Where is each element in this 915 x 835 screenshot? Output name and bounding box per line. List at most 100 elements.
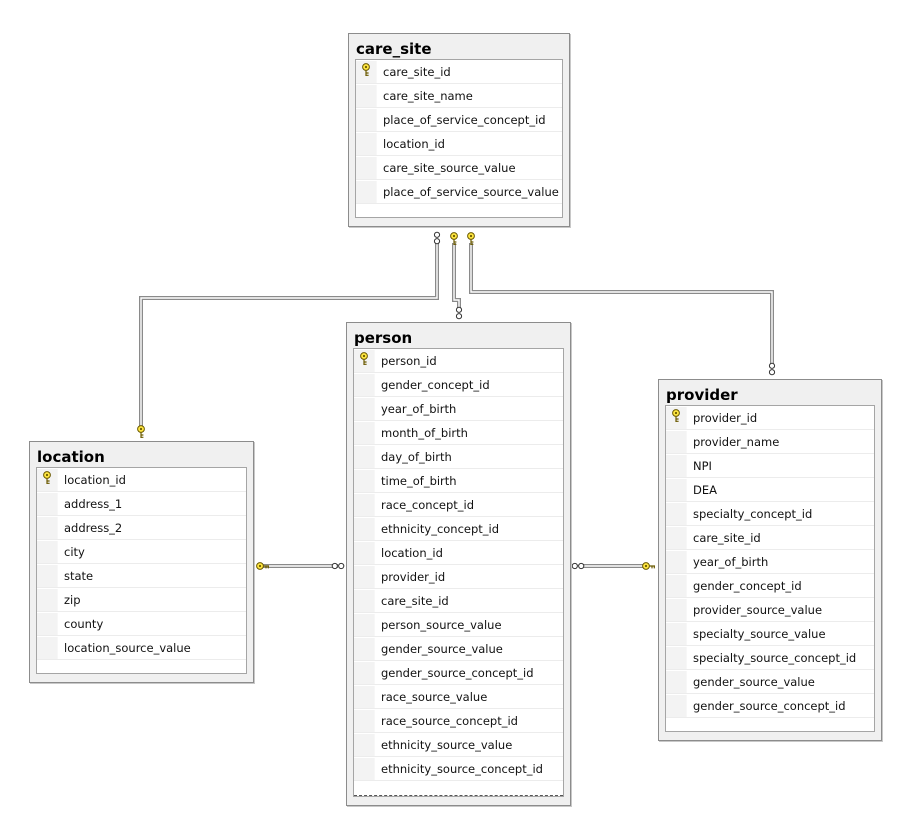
row-selector[interactable] [354,541,375,564]
row-selector[interactable] [666,550,687,573]
relationship-provider-person[interactable] [571,561,656,571]
column-row[interactable]: zip [37,588,246,612]
row-selector[interactable] [37,492,58,515]
row-selector[interactable] [666,454,687,477]
column-row[interactable]: place_of_service_source_value [356,180,562,204]
row-selector[interactable] [37,468,58,491]
column-row[interactable]: care_site_name [356,84,562,108]
column-row[interactable]: address_1 [37,492,246,516]
row-selector[interactable] [666,694,687,717]
row-selector[interactable] [37,588,58,611]
row-selector[interactable] [354,709,375,732]
row-selector[interactable] [666,526,687,549]
row-selector[interactable] [37,540,58,563]
column-row[interactable]: provider_name [666,430,874,454]
relationship-location-person[interactable] [256,561,345,571]
column-row[interactable]: care_site_source_value [356,156,562,180]
row-selector[interactable] [666,598,687,621]
row-selector[interactable] [354,469,375,492]
row-selector[interactable] [356,156,377,179]
column-row[interactable]: county [37,612,246,636]
row-selector[interactable] [666,430,687,453]
row-selector[interactable] [666,646,687,669]
row-selector[interactable] [37,612,58,635]
row-selector[interactable] [356,132,377,155]
column-name: gender_source_value [381,641,503,656]
relationship-care-site-provider[interactable] [467,232,776,376]
column-row[interactable]: year_of_birth [354,397,563,421]
relationship-location-care-site[interactable] [137,231,441,439]
column-row[interactable]: day_of_birth [354,445,563,469]
row-selector[interactable] [356,84,377,107]
column-row[interactable]: provider_id [354,565,563,589]
row-selector[interactable] [356,180,377,203]
row-selector[interactable] [354,565,375,588]
row-selector[interactable] [354,517,375,540]
relationship-care-site-person[interactable] [450,232,463,320]
row-selector[interactable] [354,757,375,780]
column-row[interactable]: address_2 [37,516,246,540]
row-selector[interactable] [354,373,375,396]
column-row[interactable]: gender_concept_id [666,574,874,598]
column-row[interactable]: place_of_service_concept_id [356,108,562,132]
column-row[interactable]: person_source_value [354,613,563,637]
column-row[interactable]: time_of_birth [354,469,563,493]
row-selector[interactable] [666,670,687,693]
row-selector[interactable] [354,445,375,468]
column-row[interactable]: location_id [356,132,562,156]
row-selector[interactable] [356,60,377,83]
column-row[interactable]: location_id [354,541,563,565]
column-row[interactable]: DEA [666,478,874,502]
row-selector[interactable] [356,108,377,131]
column-row[interactable]: care_site_id [354,589,563,613]
row-selector[interactable] [354,349,375,372]
column-row[interactable]: city [37,540,246,564]
column-row[interactable]: care_site_id [666,526,874,550]
column-row[interactable]: specialty_source_value [666,622,874,646]
column-row[interactable]: month_of_birth [354,421,563,445]
row-selector[interactable] [354,685,375,708]
row-selector[interactable] [354,637,375,660]
row-selector[interactable] [354,589,375,612]
column-row[interactable]: provider_id [666,406,874,430]
column-row[interactable]: gender_source_concept_id [354,661,563,685]
row-selector[interactable] [354,613,375,636]
row-selector[interactable] [354,493,375,516]
column-row[interactable]: specialty_concept_id [666,502,874,526]
column-row[interactable]: race_source_concept_id [354,709,563,733]
column-row[interactable]: year_of_birth [666,550,874,574]
column-row[interactable]: care_site_id [356,60,562,84]
row-selector[interactable] [666,622,687,645]
column-row[interactable]: ethnicity_source_value [354,733,563,757]
column-row[interactable]: state [37,564,246,588]
column-row[interactable]: gender_concept_id [354,373,563,397]
column-row[interactable]: NPI [666,454,874,478]
row-selector[interactable] [666,502,687,525]
row-selector[interactable] [354,421,375,444]
row-selector[interactable] [666,574,687,597]
row-selector[interactable] [354,661,375,684]
column-row[interactable]: ethnicity_concept_id [354,517,563,541]
column-row[interactable]: location_id [37,468,246,492]
row-selector[interactable] [354,733,375,756]
column-row[interactable]: specialty_source_concept_id [666,646,874,670]
row-selector[interactable] [37,636,58,659]
column-row[interactable]: gender_source_value [666,670,874,694]
column-row[interactable]: provider_source_value [666,598,874,622]
column-row[interactable]: race_source_value [354,685,563,709]
row-selector[interactable] [666,478,687,501]
column-row[interactable]: gender_source_concept_id [666,694,874,718]
column-row[interactable]: ethnicity_source_concept_id [354,757,563,781]
row-selector[interactable] [37,516,58,539]
row-selector[interactable] [354,397,375,420]
column-row[interactable]: gender_source_value [354,637,563,661]
row-selector[interactable] [37,564,58,587]
row-selector[interactable] [666,406,687,429]
column-row[interactable]: location_source_value [37,636,246,660]
column-row[interactable]: race_concept_id [354,493,563,517]
column-row[interactable]: person_id [354,349,563,373]
